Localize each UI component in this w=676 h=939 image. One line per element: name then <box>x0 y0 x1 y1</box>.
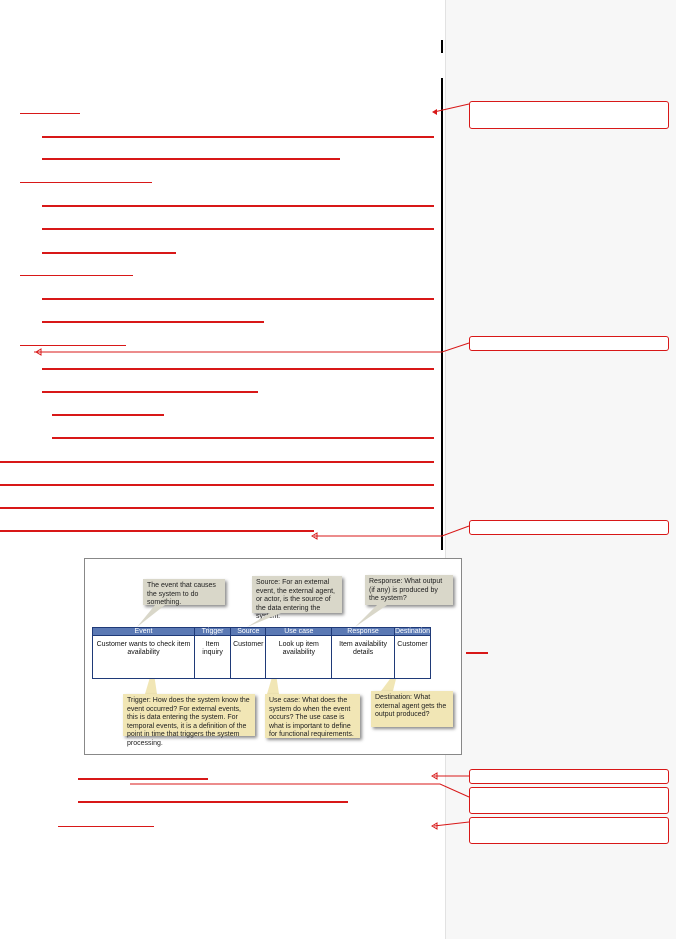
callout-destination: Destination: What external agent gets th… <box>371 691 453 727</box>
revision-line <box>78 778 208 780</box>
revision-line <box>0 530 314 532</box>
column-header: Event <box>92 627 195 636</box>
comment-balloon[interactable] <box>469 817 669 844</box>
change-bar <box>441 40 443 53</box>
column-header: Destination <box>393 627 432 636</box>
event-table: Event Trigger Source Use case Response D… <box>92 627 432 679</box>
callout-event: The event that causes the system to do s… <box>143 579 225 606</box>
revision-line <box>42 368 434 370</box>
comment-balloon[interactable] <box>469 769 669 784</box>
revision-line <box>52 414 164 416</box>
revision-line <box>42 321 264 323</box>
column-header: Response <box>331 627 395 636</box>
table-cell: Look up item availability <box>265 635 333 679</box>
table-cell: Customer <box>393 635 432 679</box>
callout-trigger: Trigger: How does the system know the ev… <box>123 694 255 747</box>
revision-line <box>42 228 434 230</box>
revision-line <box>42 298 434 300</box>
comment-balloon[interactable] <box>469 520 669 535</box>
comment-balloon[interactable] <box>469 787 669 814</box>
revision-line <box>20 113 80 114</box>
comment-balloon[interactable] <box>469 101 669 129</box>
revision-line <box>466 652 488 654</box>
table-cell: Customer <box>230 635 267 679</box>
callout-source: Source: For an external event, the exter… <box>252 576 342 620</box>
revision-line <box>20 275 133 276</box>
callout-use-case: Use case: What does the system do when t… <box>265 694 360 738</box>
revision-line <box>58 826 154 827</box>
change-bar <box>441 78 443 550</box>
table-cell: Item inquiry <box>193 635 232 679</box>
column-header: Trigger <box>193 627 232 636</box>
revision-line <box>42 252 176 254</box>
revision-line <box>0 461 434 463</box>
revision-line <box>0 484 434 486</box>
revision-line <box>20 345 126 346</box>
table-row: Customer wants to check item availabilit… <box>92 635 432 679</box>
revision-line <box>42 391 258 393</box>
comment-balloon[interactable] <box>469 336 669 351</box>
revision-line <box>42 205 434 207</box>
revision-line <box>20 182 152 183</box>
table-cell: Customer wants to check item availabilit… <box>92 635 195 679</box>
table-cell: Item availability details <box>331 635 395 679</box>
event-table-figure: The event that causes the system to do s… <box>84 558 462 755</box>
revision-line <box>42 158 340 160</box>
revision-line <box>52 437 434 439</box>
revision-line <box>78 801 348 803</box>
column-header: Use case <box>265 627 333 636</box>
column-header: Source <box>230 627 267 636</box>
callout-response: Response: What output (if any) is produc… <box>365 575 453 605</box>
revision-line <box>42 136 434 138</box>
revision-line <box>0 507 434 509</box>
